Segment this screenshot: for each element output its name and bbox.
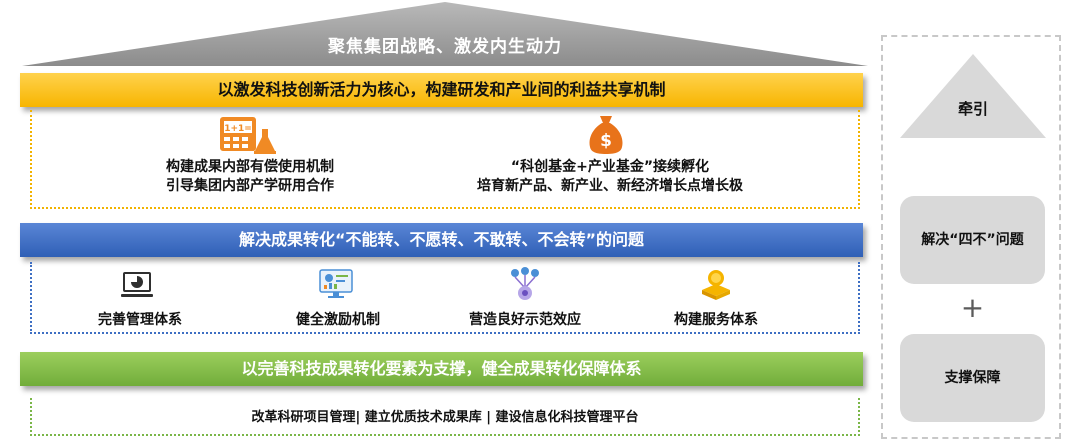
measure-label-4: 构建服务体系 (674, 312, 758, 328)
plus-sign: + (960, 291, 985, 324)
mechanism-right-line2: 培育新产品、新产业、新经济增长点增长极 (477, 178, 743, 194)
measure-label-3: 营造良好示范效应 (469, 312, 581, 328)
four-nots-box: 解决“四不”问题 (900, 196, 1045, 284)
banner-support-system: 以完善科技成果转化要素为支撑，健全成果转化保障体系 (20, 352, 863, 386)
support-box (30, 398, 860, 436)
roof-shape (22, 2, 868, 66)
monitor-chart-icon (121, 272, 153, 297)
dashboard-screen-icon (319, 269, 353, 298)
banner-core-mechanism: 以激发科技创新活力为核心，构建研发和产业间的利益共享机制 (20, 73, 863, 107)
traction-label: 牵引 (957, 100, 988, 118)
traction-triangle (900, 54, 1046, 138)
mechanism-left-line2: 引导集团内部产学研用合作 (166, 178, 334, 194)
measure-label-1: 完善管理体系 (98, 312, 182, 328)
mechanism-left-line1: 构建成果内部有偿使用机制 (166, 159, 334, 175)
svg-text:$: $ (600, 131, 612, 151)
banner-four-nots: 解决成果转化“不能转、不愿转、不敢转、不会转”的问题 (20, 223, 863, 257)
calculator-text: 1+1= (224, 124, 252, 134)
right-summary-panel (881, 35, 1061, 439)
mechanism-box (30, 110, 860, 209)
support-measures-text: 改革科研项目管理| 建立优质技术成果库 | 建设信息化科技管理平台 (251, 410, 639, 425)
support-guarantee-box: 支撑保障 (900, 334, 1045, 422)
coin-stack-icon (702, 270, 730, 300)
network-nodes-icon (511, 267, 539, 300)
roof-title: 聚焦集团战略、激发内生动力 (328, 37, 562, 57)
money-bag-icon: $ (589, 116, 623, 154)
mechanism-right-line1: “科创基金+产业基金”接续孵化 (510, 159, 710, 175)
calculator-flask-icon: 1+1= (220, 117, 276, 154)
measures-box (30, 262, 860, 334)
measure-label-2: 健全激励机制 (296, 312, 380, 328)
